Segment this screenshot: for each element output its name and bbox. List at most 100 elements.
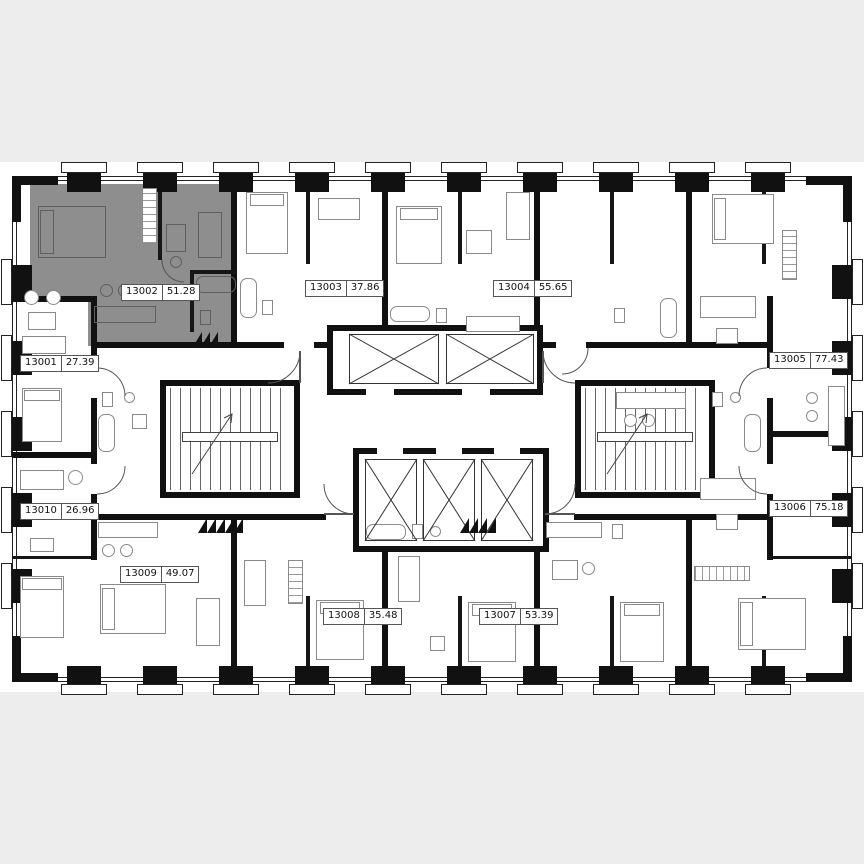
unit-label-13002[interactable]: 13002 51.28 bbox=[121, 284, 201, 301]
door-opening bbox=[546, 514, 574, 522]
wall bbox=[610, 176, 614, 264]
unit-area: 51.28 bbox=[166, 286, 196, 297]
balcony-slab bbox=[137, 684, 183, 695]
unit-area: 49.07 bbox=[165, 568, 195, 579]
facade-pier bbox=[675, 666, 709, 688]
unit-area: 53.39 bbox=[524, 610, 554, 621]
door-opening bbox=[284, 342, 314, 350]
kitchen-counter-symbol bbox=[94, 306, 156, 323]
balcony-slab bbox=[669, 162, 715, 173]
wall bbox=[686, 514, 692, 682]
wall bbox=[458, 176, 462, 264]
unit-area: 27.39 bbox=[65, 357, 95, 368]
wall bbox=[12, 452, 91, 458]
balcony-slab bbox=[1, 335, 12, 381]
unit-label-13003[interactable]: 13003 37.86 bbox=[305, 280, 385, 297]
washer-symbol bbox=[132, 414, 147, 429]
wall bbox=[843, 636, 852, 682]
facade-pier bbox=[143, 666, 177, 688]
toilet-symbol bbox=[262, 300, 273, 315]
wardrobe-symbol bbox=[694, 566, 750, 581]
sofa-symbol bbox=[244, 560, 266, 606]
unit-label-13004[interactable]: 13004 55.65 bbox=[493, 280, 573, 297]
balcony-slab bbox=[365, 162, 411, 173]
facade-pier bbox=[599, 666, 633, 688]
table-symbol bbox=[716, 328, 738, 344]
sofa-symbol bbox=[318, 198, 360, 220]
unit-13002-region[interactable] bbox=[190, 296, 237, 314]
elevator-door bbox=[462, 389, 490, 395]
sofa-symbol bbox=[22, 336, 66, 354]
facade-pier bbox=[599, 170, 633, 192]
stove-burner-symbol bbox=[806, 410, 818, 422]
facade-pier bbox=[67, 170, 101, 192]
wall bbox=[12, 556, 91, 559]
facade-pier bbox=[751, 666, 785, 688]
balcony-slab bbox=[852, 487, 863, 533]
door-opening bbox=[767, 368, 775, 398]
unit-label-13001[interactable]: 13001 27.39 bbox=[20, 355, 100, 372]
unit-label-13009[interactable]: 13009 49.07 bbox=[120, 566, 200, 583]
elevator-shaft bbox=[446, 334, 534, 384]
balcony-slab bbox=[745, 162, 791, 173]
unit-number: 13003 bbox=[306, 281, 347, 296]
unit-area: 26.96 bbox=[65, 505, 95, 516]
sofa-symbol bbox=[398, 556, 420, 602]
unit-area: 37.86 bbox=[350, 282, 380, 293]
table-symbol bbox=[552, 560, 578, 580]
wall bbox=[686, 176, 692, 348]
stove-burner-symbol bbox=[102, 544, 115, 557]
balcony-slab bbox=[289, 684, 335, 695]
balcony-slab bbox=[593, 162, 639, 173]
toilet-symbol bbox=[612, 524, 623, 539]
bathtub-symbol bbox=[366, 524, 406, 540]
unit-number: 13001 bbox=[21, 356, 62, 371]
facade-pier bbox=[832, 265, 852, 299]
unit-label-13005[interactable]: 13005 77.43 bbox=[769, 352, 849, 369]
pillow-symbol bbox=[24, 390, 60, 401]
balcony-slab bbox=[517, 684, 563, 695]
wall bbox=[843, 176, 852, 222]
table-symbol bbox=[30, 538, 54, 552]
table-symbol bbox=[28, 312, 56, 330]
pillow-symbol bbox=[714, 198, 726, 240]
bathtub-symbol bbox=[744, 414, 761, 452]
elevator-door bbox=[494, 448, 520, 454]
balcony-slab bbox=[213, 684, 259, 695]
desk-symbol bbox=[166, 224, 186, 252]
wall bbox=[91, 296, 97, 560]
bathtub-symbol bbox=[240, 278, 257, 318]
sofa-symbol bbox=[198, 212, 222, 258]
unit-label-13006[interactable]: 13006 75.18 bbox=[769, 500, 849, 517]
pillow-symbol bbox=[740, 602, 753, 646]
stair-landing-rail bbox=[182, 432, 278, 442]
balcony-slab bbox=[441, 162, 487, 173]
unit-label-13007[interactable]: 13007 53.39 bbox=[479, 608, 559, 625]
door-opening bbox=[91, 464, 99, 494]
kitchen-counter-symbol bbox=[828, 386, 845, 446]
balcony-slab bbox=[517, 162, 563, 173]
facade-pier bbox=[67, 666, 101, 688]
desk-chair-symbol bbox=[430, 636, 445, 651]
facade-pier bbox=[523, 170, 557, 192]
wall bbox=[12, 636, 21, 682]
wall bbox=[12, 176, 58, 185]
elevator-shaft bbox=[481, 459, 533, 541]
unit-label-13010[interactable]: 13010 26.96 bbox=[20, 503, 100, 520]
bathtub-symbol bbox=[390, 306, 430, 322]
wall bbox=[158, 184, 162, 260]
sink-symbol bbox=[124, 392, 135, 403]
door-opening bbox=[767, 464, 775, 494]
balcony-slab bbox=[289, 162, 335, 173]
table-symbol bbox=[716, 514, 738, 530]
facade-pier bbox=[371, 666, 405, 688]
unit-label-13008[interactable]: 13008 35.48 bbox=[323, 608, 403, 625]
balcony-slab bbox=[852, 563, 863, 609]
facade-pier bbox=[371, 170, 405, 192]
wall bbox=[190, 270, 237, 274]
wall bbox=[534, 514, 540, 682]
wall bbox=[610, 596, 614, 682]
unit-number: 13009 bbox=[121, 567, 162, 582]
unit-area: 77.43 bbox=[814, 354, 844, 365]
